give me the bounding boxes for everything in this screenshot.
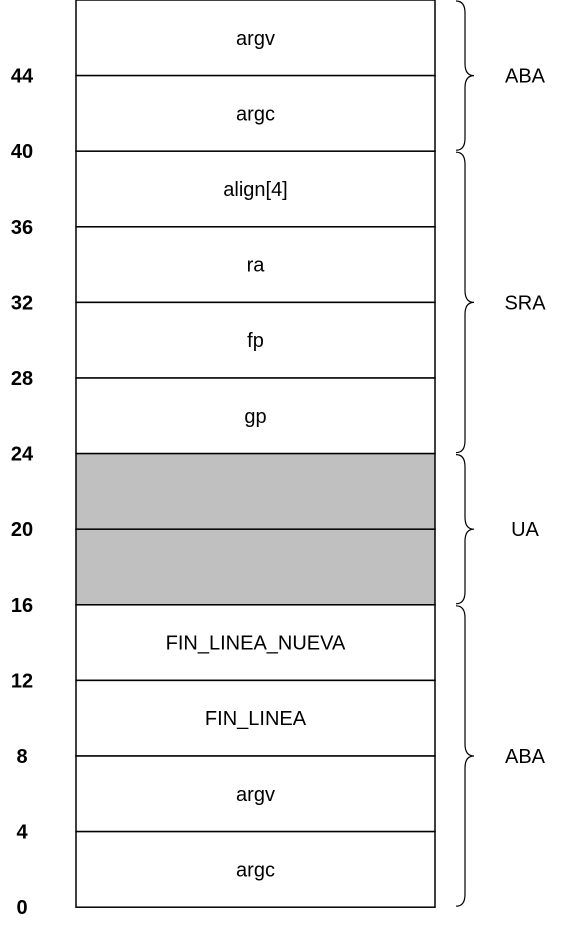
stack-cell: argv bbox=[75, 0, 436, 77]
stack-cell-label: gp bbox=[244, 406, 266, 428]
region-label: UA bbox=[511, 519, 539, 541]
stack-cell-label: align[4] bbox=[223, 179, 288, 201]
stack-cell-label: FIN_LINEA bbox=[205, 708, 307, 730]
stack-cell-label: fp bbox=[247, 330, 264, 352]
stack-cell: FIN_LINEA bbox=[75, 679, 436, 757]
stack-cell-box bbox=[75, 377, 436, 455]
stack-cell: argc bbox=[75, 830, 436, 908]
region-brace bbox=[455, 454, 475, 605]
stack-cell: ra bbox=[75, 226, 436, 304]
region-brace bbox=[455, 151, 475, 454]
stack-cell-box bbox=[75, 604, 436, 682]
stack-cell-label: argv bbox=[236, 784, 275, 806]
offset-label: 32 bbox=[11, 292, 33, 314]
stack-cell-box bbox=[75, 301, 436, 379]
stack-cell-box bbox=[75, 226, 436, 304]
offset-label: 44 bbox=[11, 66, 34, 88]
stack-cell-box bbox=[75, 755, 436, 833]
offset-label: 8 bbox=[16, 746, 27, 768]
offset-label: 24 bbox=[11, 444, 34, 466]
stack-cell-label: argc bbox=[236, 859, 275, 881]
stack-cell: argc bbox=[75, 74, 436, 152]
stack-cell-label: ra bbox=[247, 255, 266, 277]
stack-cell-box bbox=[75, 830, 436, 908]
offset-label: 36 bbox=[11, 217, 33, 239]
region-label: SRA bbox=[504, 292, 546, 314]
offset-label: 40 bbox=[11, 141, 33, 163]
unused-area-cell bbox=[75, 452, 436, 530]
offset-label: 20 bbox=[11, 519, 33, 541]
stack-cell: argv bbox=[75, 755, 436, 833]
stack-cell bbox=[75, 528, 436, 606]
offset-label: 0 bbox=[16, 897, 27, 919]
offset-label: 16 bbox=[11, 595, 33, 617]
stack-cell bbox=[75, 452, 436, 530]
stack-cell: align[4] bbox=[75, 150, 436, 228]
stack-cell-box bbox=[75, 679, 436, 757]
stack-cell: fp bbox=[75, 301, 436, 379]
region-brace bbox=[455, 605, 475, 907]
stack-cell-label: argv bbox=[236, 28, 275, 50]
region-brace bbox=[455, 0, 475, 151]
stack-cell: gp bbox=[75, 377, 436, 455]
stack-cell-box bbox=[75, 74, 436, 152]
region-label: ABA bbox=[505, 746, 546, 768]
unused-area-cell bbox=[75, 528, 436, 606]
stack-cell: FIN_LINEA_NUEVA bbox=[75, 604, 436, 682]
offset-label: 12 bbox=[11, 670, 33, 692]
stack-cell-label: argc bbox=[236, 103, 275, 125]
offset-label: 28 bbox=[11, 368, 33, 390]
stack-cell-box bbox=[75, 0, 436, 77]
region-braces: ABA SRA UA ABA bbox=[455, 0, 546, 907]
offset-label: 4 bbox=[16, 822, 28, 844]
stack-cell-label: FIN_LINEA_NUEVA bbox=[166, 633, 346, 655]
region-label: ABA bbox=[505, 66, 546, 88]
